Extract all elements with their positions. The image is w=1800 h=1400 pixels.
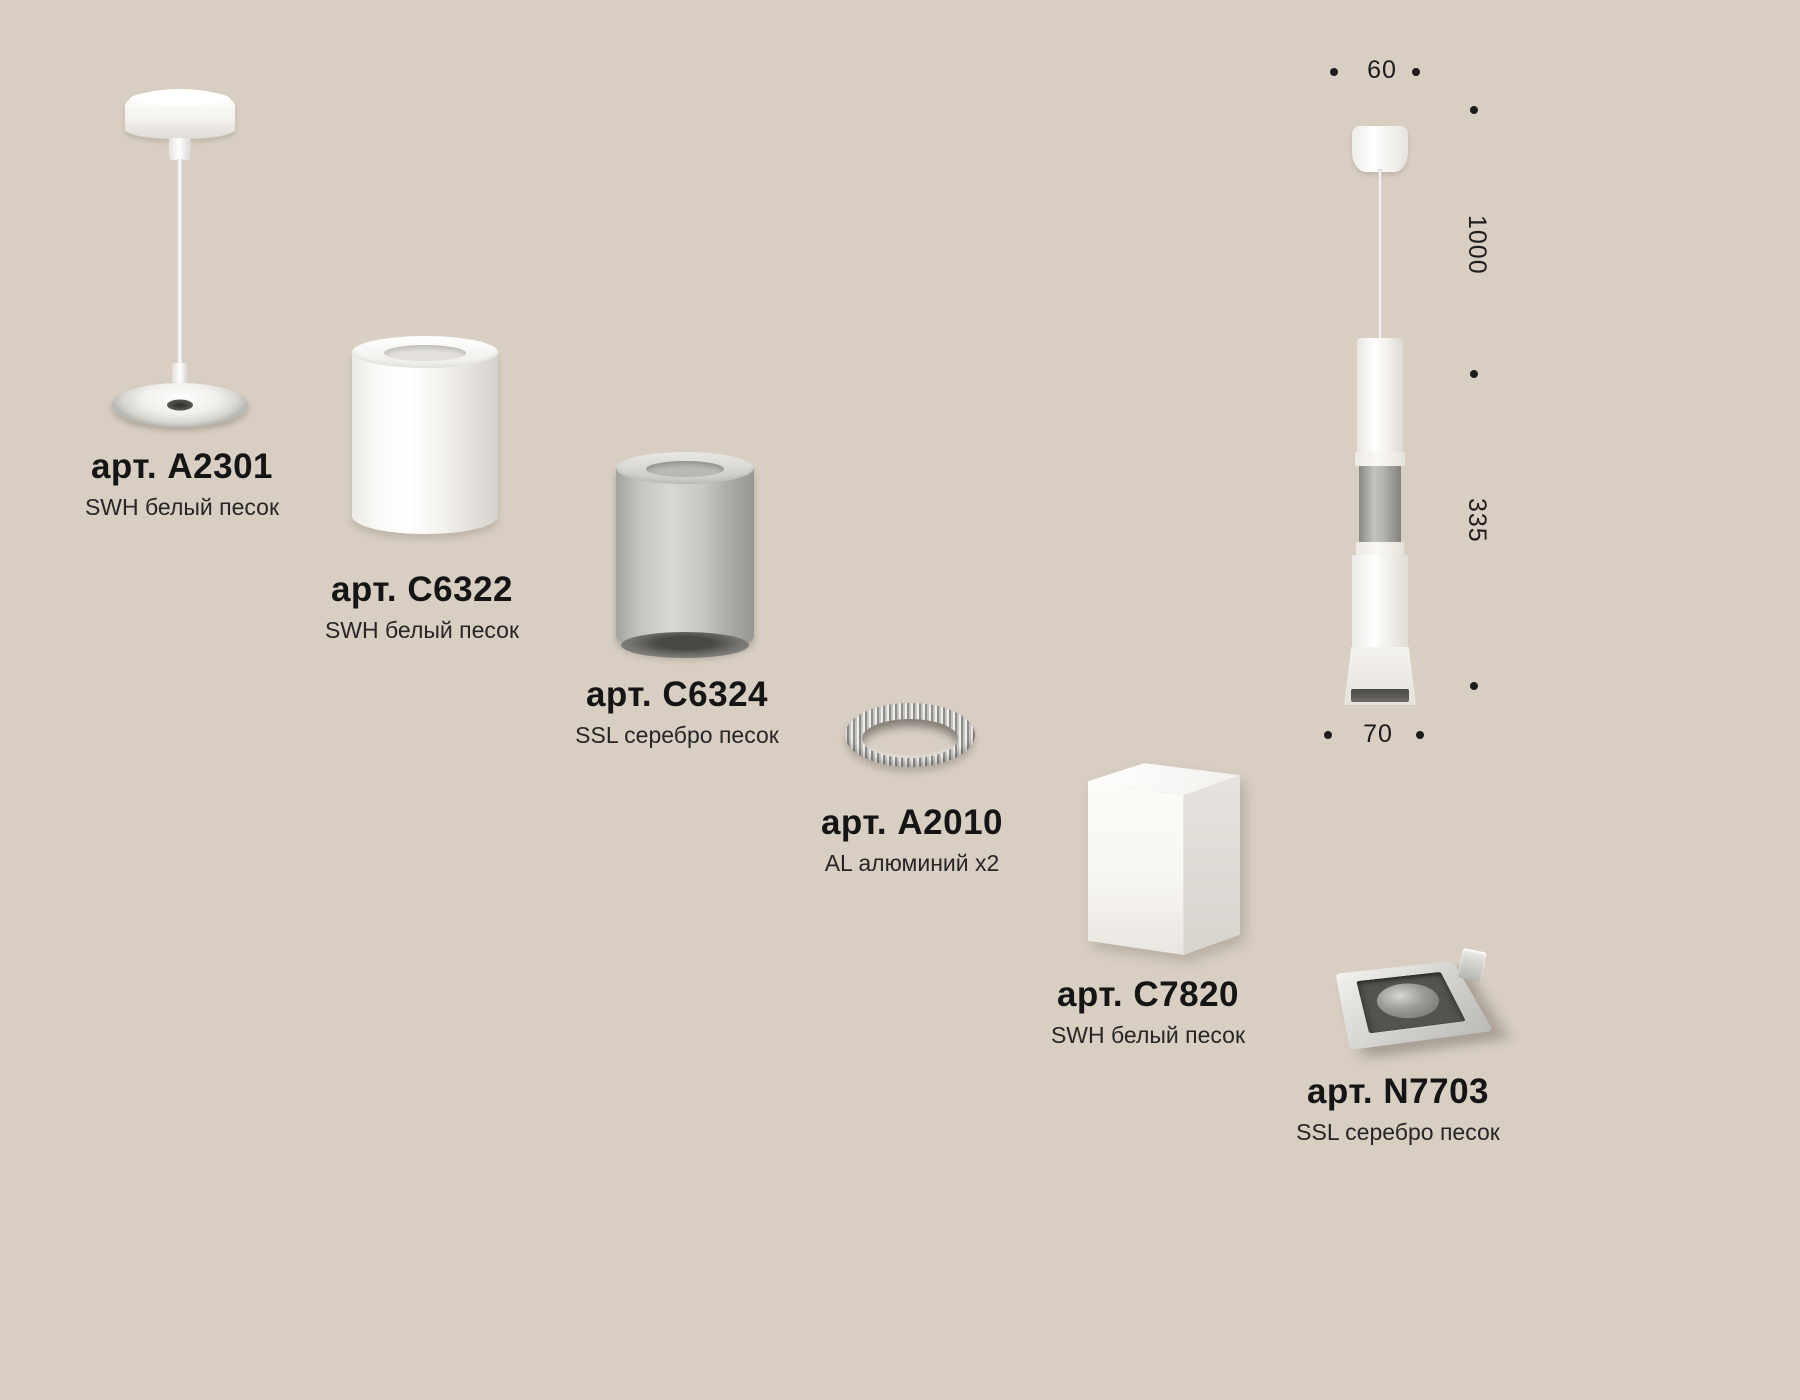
c7820-box-graphic xyxy=(1088,753,1240,955)
n7703-trim-graphic xyxy=(1318,947,1498,1066)
dimension-marker-dot xyxy=(1470,106,1478,114)
box-front-face-shape xyxy=(1088,781,1184,955)
pendant-upper-cylinder-shape xyxy=(1357,338,1403,452)
ring-hole-shape xyxy=(862,719,958,758)
dimension-marker-dot xyxy=(1416,731,1424,739)
cylinder-body-shape xyxy=(352,351,498,534)
pendant-square-body-shape xyxy=(1352,555,1408,647)
article-label: арт. A2301 xyxy=(90,447,274,486)
mounting-plate-shape xyxy=(112,383,248,427)
suspension-rod-shape xyxy=(177,159,183,365)
finish-label: SSL серебро песок xyxy=(1296,1119,1500,1145)
article-label: арт. A2010 xyxy=(820,803,1004,842)
finish-label: SWH белый песок xyxy=(324,617,520,643)
finish-label: SWH белый песок xyxy=(84,494,280,520)
caption-c6324: арт. C6324 SSL серебро песок xyxy=(517,675,837,749)
dimension-marker-dot xyxy=(1470,682,1478,690)
caption-n7703: арт. N7703 SSL серебро песок xyxy=(1238,1072,1558,1146)
article-label: арт. C7820 xyxy=(1056,975,1240,1014)
pendant-cord-shape xyxy=(1378,170,1382,338)
cylinder-thread-ring-shape xyxy=(621,632,749,658)
pendant-light-aperture-shape xyxy=(1351,689,1409,702)
article-label: арт. C6324 xyxy=(585,675,769,714)
cylinder-top-shape xyxy=(616,452,754,484)
a2010-ring-graphic xyxy=(845,703,975,767)
a2301-suspension-kit-graphic xyxy=(112,85,248,435)
finish-label: SSL серебро песок xyxy=(575,722,779,748)
dimension-marker-dot xyxy=(1330,68,1338,76)
dimension-label-head-width: 70 xyxy=(1363,720,1393,748)
cylinder-body-shape xyxy=(616,467,754,654)
dimension-label-suspension-length: 1000 xyxy=(1463,215,1491,275)
dimension-marker-dot xyxy=(1412,68,1420,76)
caption-a2301: арт. A2301 SWH белый песок xyxy=(22,447,342,521)
finish-label: SWH белый песок xyxy=(1050,1022,1246,1048)
article-label: арт. N7703 xyxy=(1306,1072,1490,1111)
assembled-pendant-graphic xyxy=(1330,126,1430,708)
pendant-silver-cylinder-shape xyxy=(1359,466,1401,542)
pendant-canopy-shape xyxy=(1352,126,1408,172)
article-label: арт. C6322 xyxy=(330,570,514,609)
c6324-cylinder-graphic xyxy=(616,452,754,658)
dimension-marker-dot xyxy=(1470,370,1478,378)
cylinder-top-shape xyxy=(352,336,498,368)
dimension-marker-dot xyxy=(1324,731,1332,739)
finish-label: AL алюминий x2 xyxy=(824,850,1000,876)
box-side-face-shape xyxy=(1183,775,1240,955)
ceiling-canopy-shape xyxy=(125,89,235,139)
pendant-spacer-ring-shape xyxy=(1355,452,1405,466)
canopy-neck-shape xyxy=(169,138,191,160)
dimension-label-canopy-width: 60 xyxy=(1367,56,1397,84)
caption-a2010: арт. A2010 AL алюминий x2 xyxy=(752,803,1072,877)
dimension-label-body-length: 335 xyxy=(1463,498,1491,543)
pendant-spacer-ring-shape xyxy=(1356,542,1404,555)
c6322-cylinder-graphic xyxy=(352,336,498,534)
spring-clip-shape xyxy=(1457,947,1487,983)
caption-c6322: арт. C6322 SWH белый песок xyxy=(262,570,582,644)
caption-c7820: арт. C7820 SWH белый песок xyxy=(988,975,1308,1049)
